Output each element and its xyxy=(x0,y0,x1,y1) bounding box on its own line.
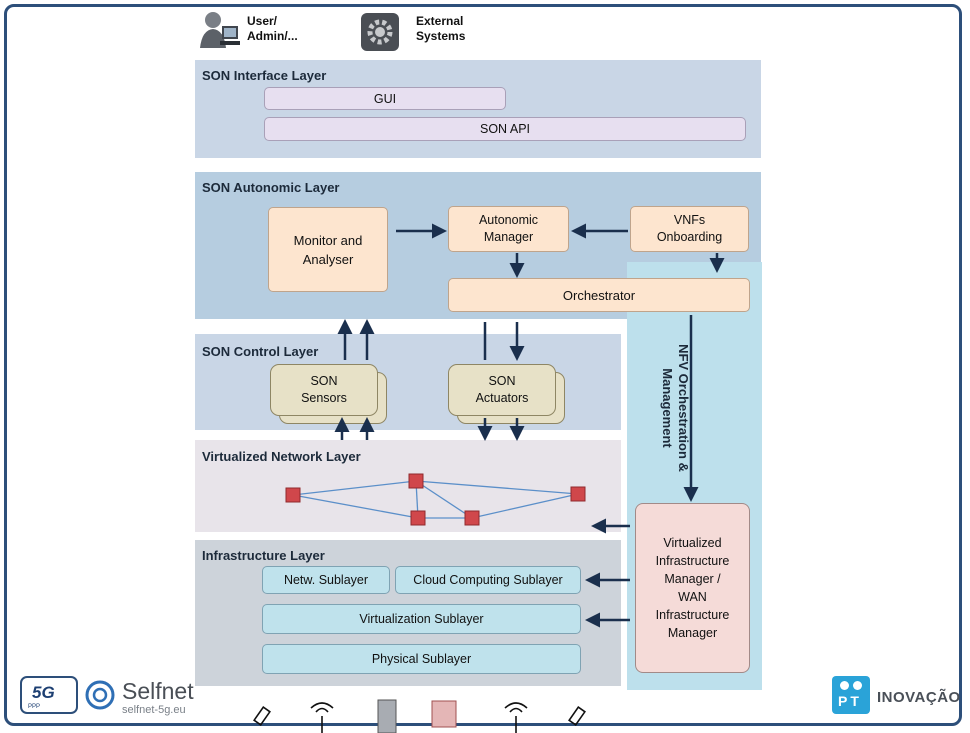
gui-box: GUI xyxy=(264,87,506,110)
external-systems-icon xyxy=(360,12,400,52)
cloud-computing-sublayer-box: Cloud Computing Sublayer xyxy=(395,566,581,594)
external-systems-label: External Systems xyxy=(416,14,466,43)
antenna-icon xyxy=(310,702,334,733)
user-admin-label: User/ Admin/... xyxy=(247,14,298,43)
network-node xyxy=(408,473,424,489)
netw-sublayer-box: Netw. Sublayer xyxy=(262,566,390,594)
vnfs-onboarding-box: VNFs Onboarding xyxy=(630,206,749,252)
phone-icon xyxy=(568,706,586,726)
autonomic-layer-title: SON Autonomic Layer xyxy=(202,180,340,195)
son-api-box: SON API xyxy=(264,117,746,141)
network-node xyxy=(410,510,426,526)
router-icon xyxy=(431,700,457,728)
outer-frame xyxy=(4,4,962,726)
user-admin-icon xyxy=(198,8,240,50)
physical-sublayer-box: Physical Sublayer xyxy=(262,644,581,674)
interface-layer-title: SON Interface Layer xyxy=(202,68,327,83)
son-sensors-box: SON Sensors xyxy=(270,364,378,416)
network-node xyxy=(570,486,586,502)
inovacao-text: INOVAÇÃO xyxy=(877,689,961,706)
autonomic-manager-box: Autonomic Manager xyxy=(448,206,569,252)
son-actuators-box: SON Actuators xyxy=(448,364,556,416)
virtualization-sublayer-box: Virtualization Sublayer xyxy=(262,604,581,634)
control-layer-title: SON Control Layer xyxy=(202,344,319,359)
network-node xyxy=(464,510,480,526)
server-icon xyxy=(377,699,397,733)
5g-ppp-logo: 5G PPP xyxy=(20,676,78,714)
monitor-analyser-box: Monitor and Analyser xyxy=(268,207,388,292)
selfnet-logo-icon xyxy=(84,679,116,711)
vim-box: Virtualized Infrastructure Manager / WAN… xyxy=(635,503,750,673)
pt-logo: PT xyxy=(832,676,870,714)
infrastructure-layer-title: Infrastructure Layer xyxy=(202,548,325,563)
pt-mark-text: PT xyxy=(838,693,862,709)
orchestrator-box: Orchestrator xyxy=(448,278,750,312)
network-node xyxy=(285,487,301,503)
phone-icon xyxy=(253,706,271,726)
virtualized-layer-title: Virtualized Network Layer xyxy=(202,449,361,464)
selfnet-brand: Selfnet xyxy=(122,678,194,704)
selfnet-url: selfnet-5g.eu xyxy=(122,704,186,716)
ppp-logo-text: PPP xyxy=(28,704,41,710)
5g-logo-text: 5G xyxy=(32,683,55,702)
antenna-icon xyxy=(504,702,528,733)
